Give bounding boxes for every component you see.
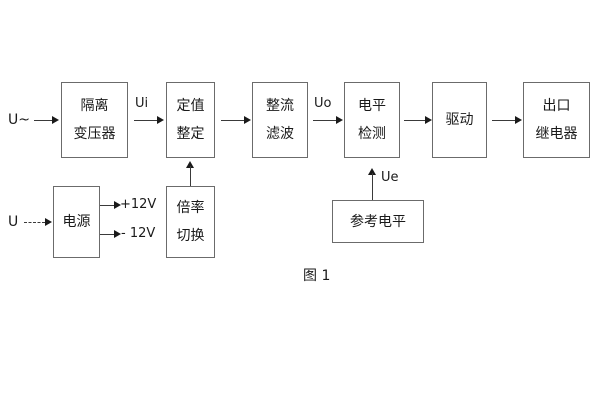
input-ac-label: U~ (8, 112, 30, 128)
block-rectify-filter-line1: 整流 (266, 98, 294, 114)
signal-ue-label: Ue (381, 170, 399, 185)
supply-negative-label: - 12V (121, 226, 156, 241)
arrow-reference-level-to-level-detection (368, 168, 377, 200)
signal-uo-label: Uo (314, 96, 332, 111)
arrow-input-ac-to-isolation-transformer (34, 116, 59, 125)
block-rectify-filter[interactable]: 整流 滤波 (252, 82, 308, 158)
block-setting-value-line2: 整定 (176, 126, 205, 142)
arrow-level-detection-to-drive (404, 116, 432, 125)
arrow-setting-value-to-rectify-filter (221, 116, 251, 125)
block-isolation-transformer-line1: 隔离 (80, 98, 109, 114)
block-power-supply-line1: 电源 (62, 214, 91, 230)
block-output-relay[interactable]: 出口 继电器 (523, 82, 590, 158)
arrow-input-dc-to-power-supply (24, 218, 52, 227)
arrow-isolation-transformer-to-setting-value (134, 116, 164, 125)
block-rectify-filter-line2: 滤波 (266, 126, 294, 142)
block-level-detection-line1: 电平 (358, 98, 386, 114)
input-dc-label: U (8, 214, 19, 230)
arrow-multiplier-switch-to-setting-value (186, 161, 195, 186)
arrow-rectify-filter-to-level-detection (313, 116, 343, 125)
block-setting-value[interactable]: 定值 整定 (166, 82, 215, 158)
block-isolation-transformer-line2: 变压器 (73, 126, 116, 142)
block-reference-level[interactable]: 参考电平 (332, 200, 424, 243)
block-multiplier-switch-line1: 倍率 (176, 200, 205, 216)
block-level-detection[interactable]: 电平 检测 (344, 82, 400, 158)
arrow-power-supply-positive (100, 201, 121, 210)
block-isolation-transformer[interactable]: 隔离 变压器 (61, 82, 128, 158)
block-output-relay-line2: 继电器 (535, 126, 578, 142)
block-drive[interactable]: 驱动 (432, 82, 487, 158)
block-output-relay-line1: 出口 (542, 98, 571, 114)
block-power-supply[interactable]: 电源 (53, 186, 100, 258)
block-setting-value-line1: 定值 (176, 98, 205, 114)
figure-caption: 图 1 (303, 268, 331, 284)
block-multiplier-switch-line2: 切换 (176, 228, 205, 244)
arrow-power-supply-negative (100, 230, 121, 239)
arrow-drive-to-output-relay (492, 116, 522, 125)
supply-positive-label: +12V (120, 197, 157, 212)
signal-ui-label: Ui (135, 96, 149, 111)
block-reference-level-line1: 参考电平 (350, 213, 406, 230)
block-multiplier-switch[interactable]: 倍率 切换 (166, 186, 215, 258)
block-drive-line1: 驱动 (445, 112, 474, 128)
block-level-detection-line2: 检测 (358, 126, 386, 142)
